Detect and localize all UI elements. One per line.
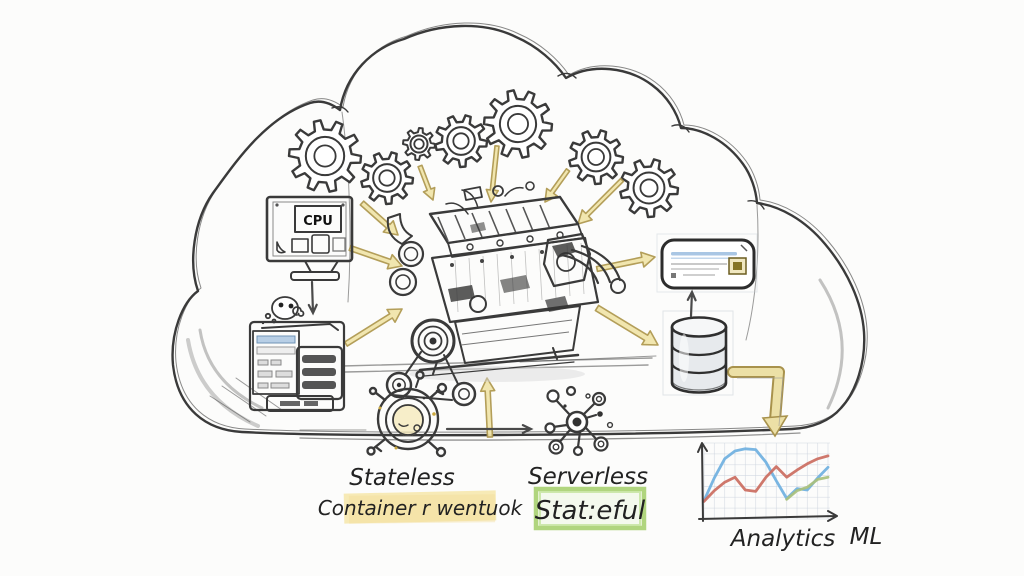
stateless-label: Stateless — [349, 465, 454, 491]
cloud-outline — [171, 22, 868, 441]
gear-icon — [402, 127, 436, 161]
pencil-arrow — [686, 289, 697, 318]
gear-icon — [304, 135, 346, 177]
pencil-arrow — [307, 280, 318, 316]
gear-icon — [452, 132, 470, 150]
analytics-label: Analytics — [729, 526, 835, 552]
network-hub-icon — [544, 385, 614, 457]
container-gear-icon — [366, 370, 448, 458]
database-icon — [670, 316, 728, 394]
gear-icon — [498, 104, 538, 144]
flow-arrows — [343, 145, 659, 438]
gear-icon — [372, 163, 402, 193]
cpu-monitor: CPU — [265, 195, 354, 281]
flow-arrow — [595, 251, 656, 273]
chart-x-axis — [698, 510, 838, 522]
yellow-highlight — [343, 490, 497, 524]
flow-arrow — [343, 308, 403, 347]
doodle-icon — [261, 296, 305, 325]
chart-grid — [703, 442, 830, 520]
serverless-label: Serverless — [528, 464, 648, 490]
gear-icon — [287, 119, 363, 193]
ml-label: ML — [850, 524, 883, 550]
gear-icon — [507, 113, 529, 135]
gear-icon — [434, 114, 489, 169]
flow-arrow — [485, 145, 500, 203]
gears-row — [287, 89, 680, 219]
gear-icon — [313, 144, 337, 168]
cpu-label: CPU — [303, 214, 333, 229]
chart-series-red — [702, 454, 830, 503]
gear-icon — [619, 158, 680, 219]
flow-arrow — [417, 164, 436, 201]
browser-window — [660, 238, 756, 290]
flow-arrow — [348, 244, 403, 270]
gear-icon — [587, 148, 605, 166]
gear-icon — [580, 141, 612, 173]
gear-icon — [413, 138, 425, 150]
chart-series-green — [785, 475, 830, 501]
labels-block: Stateless Container r wentuok Serverless… — [318, 464, 648, 531]
stateful-label: Stat:eful — [535, 496, 646, 526]
server-icon — [248, 320, 346, 412]
flow-arrow — [577, 177, 625, 225]
container-network-label: Container r wentuok — [318, 496, 524, 520]
gear-icon — [632, 171, 666, 205]
flow-arrow — [594, 304, 659, 346]
flow-arrow-db-to-chart — [727, 366, 789, 438]
gear-icon — [409, 134, 429, 154]
pencil-arrows — [307, 280, 697, 434]
gear-icon — [360, 151, 415, 206]
guide-box — [656, 233, 758, 293]
pencil-arrow — [445, 424, 534, 434]
analytics-chart: Analytics ML — [697, 442, 883, 552]
gear-icon — [568, 129, 625, 186]
chart-y-axis — [697, 442, 708, 522]
gear-icon — [446, 126, 476, 156]
green-highlight — [533, 486, 647, 531]
gear-icon — [639, 178, 659, 198]
chart-series-blue — [702, 447, 830, 503]
guide-box — [662, 310, 734, 396]
gear-icon — [482, 89, 554, 159]
chart-lines — [702, 447, 830, 503]
flow-arrow — [359, 200, 399, 236]
gear-icon — [378, 169, 396, 187]
engine-illustration — [385, 181, 626, 407]
